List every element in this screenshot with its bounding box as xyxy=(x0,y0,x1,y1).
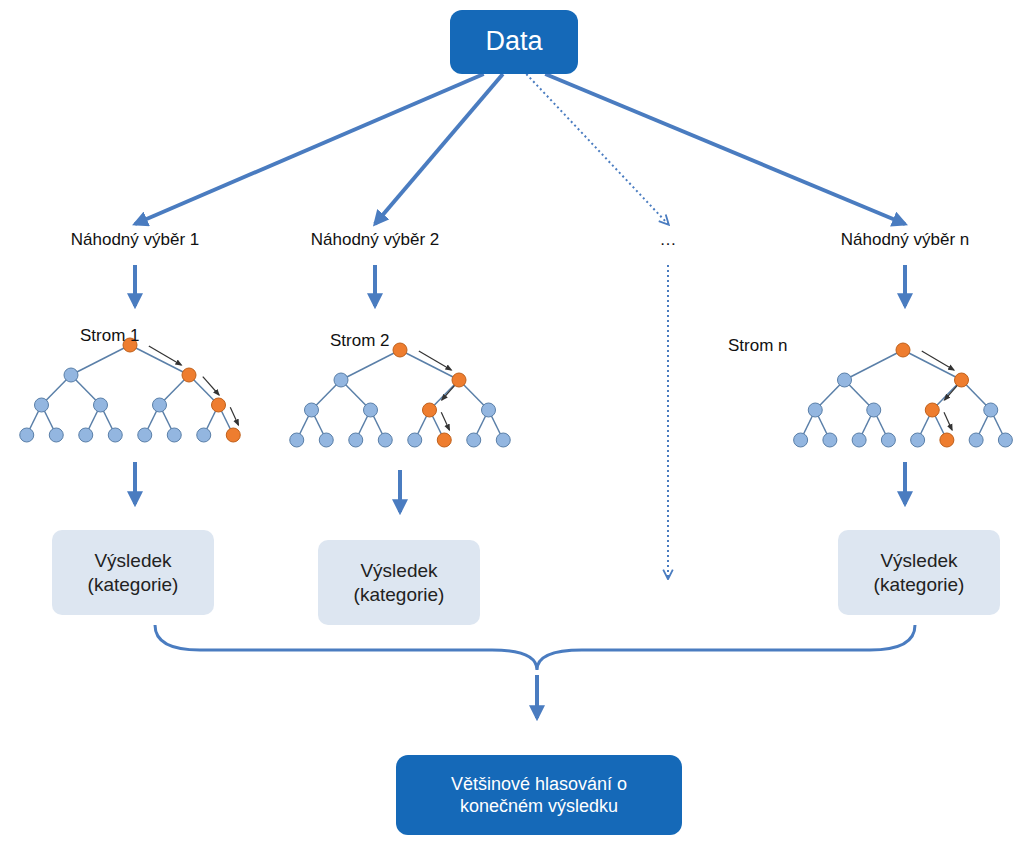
tree-node xyxy=(998,433,1012,447)
decision-tree xyxy=(794,343,1013,447)
tree-node xyxy=(35,398,49,412)
result-box: Výsledek (kategorie) xyxy=(838,530,1000,615)
tree-node xyxy=(925,403,939,417)
tree-node xyxy=(226,428,240,442)
tree-node xyxy=(64,368,78,382)
tree-node xyxy=(969,433,983,447)
tree-node xyxy=(79,428,93,442)
path-arrow xyxy=(149,346,181,365)
tree-node xyxy=(794,433,808,447)
connector-arrow xyxy=(375,74,503,224)
sample-label: Náhodný výběr 2 xyxy=(307,228,444,251)
tree-label: Strom 1 xyxy=(80,326,140,346)
tree-branch xyxy=(130,345,189,375)
connector-arrow xyxy=(135,74,484,224)
tree-node xyxy=(984,403,998,417)
tree-node xyxy=(808,403,822,417)
tree-node xyxy=(423,403,437,417)
node-text: Výsledek (kategorie) xyxy=(868,549,970,597)
node-text: Náhodný výběr n xyxy=(841,229,970,250)
tree-node xyxy=(153,398,167,412)
tree-node xyxy=(364,403,378,417)
tree-node xyxy=(319,433,333,447)
process-box: Data xyxy=(450,10,578,74)
tree-node xyxy=(108,428,122,442)
brace xyxy=(155,625,915,670)
tree-node xyxy=(94,398,108,412)
tree-branch xyxy=(400,350,459,380)
decision-trees xyxy=(20,338,1013,447)
tree-node xyxy=(49,428,63,442)
decision-tree xyxy=(20,338,241,442)
tree-node xyxy=(334,373,348,387)
tree-node xyxy=(482,403,496,417)
tree-node xyxy=(852,433,866,447)
tree-node xyxy=(408,433,422,447)
tree-branch xyxy=(845,350,904,380)
tree-node xyxy=(437,433,451,447)
tree-node xyxy=(167,428,181,442)
path-arrow xyxy=(203,377,219,395)
tree-node xyxy=(197,428,211,442)
tree-node xyxy=(896,343,910,357)
tree-node xyxy=(138,428,152,442)
sample-label: Náhodný výběr n xyxy=(837,228,974,251)
node-text: … xyxy=(660,229,677,250)
tree-label: Strom n xyxy=(728,336,788,356)
node-text: Výsledek (kategorie) xyxy=(348,559,450,607)
node-text: Výsledek (kategorie) xyxy=(82,549,184,597)
path-arrow xyxy=(441,412,449,430)
tree-branch xyxy=(341,350,400,380)
result-box: Výsledek (kategorie) xyxy=(52,530,214,615)
tree-node xyxy=(290,433,304,447)
sample-label: Náhodný výběr 1 xyxy=(67,228,204,251)
node-text: Data xyxy=(485,25,542,59)
process-box: Většinové hlasování o konečném výsledku xyxy=(396,755,682,835)
tree-node xyxy=(496,433,510,447)
decision-tree xyxy=(290,343,511,447)
sample-label: … xyxy=(656,228,681,251)
tree-node xyxy=(823,433,837,447)
path-arrow xyxy=(419,351,451,370)
tree-node xyxy=(349,433,363,447)
path-arrow xyxy=(230,407,238,425)
tree-node xyxy=(20,428,34,442)
tree-node xyxy=(393,343,407,357)
tree-node xyxy=(452,373,466,387)
tree-branch xyxy=(71,345,130,375)
path-arrow xyxy=(922,351,954,370)
dotted-arrow xyxy=(667,265,669,578)
node-text: Náhodný výběr 2 xyxy=(311,229,440,250)
tree-node xyxy=(911,433,925,447)
path-arrow xyxy=(944,412,952,430)
tree-node xyxy=(467,433,481,447)
tree-branch xyxy=(903,350,962,380)
tree-node xyxy=(378,433,392,447)
tree-node xyxy=(838,373,852,387)
tree-label: Strom 2 xyxy=(330,331,390,351)
tree-node xyxy=(955,373,969,387)
node-text: Většinové hlasování o konečném výsledku xyxy=(424,773,654,818)
tree-node xyxy=(867,403,881,417)
node-text: Náhodný výběr 1 xyxy=(71,229,200,250)
tree-node xyxy=(940,433,954,447)
tree-node xyxy=(212,398,226,412)
tree-node xyxy=(182,368,196,382)
connector-arrow xyxy=(545,74,905,224)
tree-node xyxy=(305,403,319,417)
tree-node xyxy=(881,433,895,447)
result-box: Výsledek (kategorie) xyxy=(318,540,480,625)
